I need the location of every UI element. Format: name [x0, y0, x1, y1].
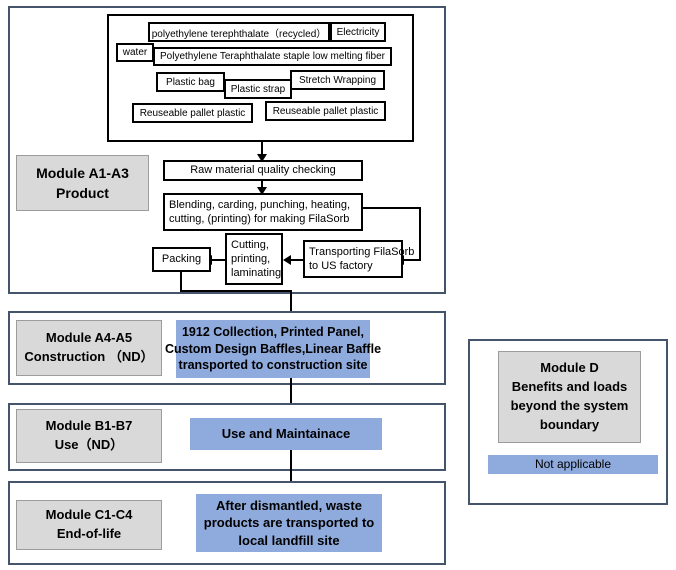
- module-d-label-line-1: Module D: [540, 360, 599, 376]
- process-line: Custom Design Baffles,Linear Baffle: [165, 341, 382, 356]
- module-c1c4-label-line-1: Module C1-C4: [45, 507, 133, 523]
- material-label: Plastic strap: [230, 83, 286, 95]
- connector-b1b7-to-c1c4: [290, 450, 292, 494]
- process-line: transported to construction site: [178, 358, 368, 373]
- connector-blending-loop-top: [363, 207, 421, 209]
- process-line: After dismantled, waste: [216, 498, 362, 514]
- module-a4a5-label: Module A4-A5 Construction （ND）: [16, 320, 162, 376]
- connector-materials-to-rawcheck: [261, 142, 263, 156]
- connector-transporting-to-cutting: [290, 259, 303, 261]
- process-line: 1912 Collection, Printed Panel,: [181, 325, 364, 340]
- material-label: water: [122, 47, 148, 58]
- module-a4a5-label-line-2: Construction （ND）: [24, 349, 154, 364]
- arrowhead-rawcheck-to-blending: [257, 187, 267, 195]
- process-not-applicable: Not applicable: [488, 455, 658, 474]
- process-line: printing,: [231, 252, 271, 265]
- process-line: Transporting FilaSorb: [309, 245, 415, 258]
- material-label: polyethylene terephthalate（recycled）: [151, 28, 327, 40]
- module-d-label: Module D Benefits and loads beyond the s…: [498, 351, 641, 443]
- material-box-plastic-bag: Plastic bag: [156, 72, 225, 92]
- connector-packing-to-a4a5: [290, 290, 292, 322]
- process-line: local landfill site: [238, 532, 340, 548]
- connector-packing-right: [180, 290, 292, 292]
- process-use-and-maintainace: Use and Maintainace: [190, 418, 382, 450]
- module-d-label-line-4: boundary: [539, 416, 600, 432]
- module-c1c4-label-line-2: End-of-life: [56, 526, 122, 541]
- material-box-reuseable-pallet-plastic-right: Reuseable pallet plastic: [265, 101, 386, 121]
- material-label: Reuseable pallet plastic: [139, 107, 246, 119]
- module-a1a3-label-line-1: Module A1-A3: [36, 164, 129, 181]
- process-line: Packing: [161, 253, 202, 266]
- material-box-plastic-strap: Plastic strap: [224, 79, 292, 99]
- process-end-of-life-landfill: After dismantled, waste products are tra…: [196, 494, 382, 552]
- connector-cutting-to-packing: [211, 259, 225, 261]
- connector-packing-down: [180, 272, 182, 292]
- material-box-electricity: Electricity: [330, 22, 386, 42]
- material-label: Electricity: [336, 26, 380, 38]
- arrowhead-materials-to-rawcheck: [257, 154, 267, 162]
- material-box-reuseable-pallet-plastic-left: Reuseable pallet plastic: [132, 103, 253, 123]
- connector-a4a5-to-b1b7: [290, 378, 292, 415]
- process-transporting-filasorb: Transporting FilaSorb to US factory: [303, 240, 414, 278]
- process-line: to US factory: [309, 260, 373, 272]
- material-box-pet-staple-fiber: Polyethylene Teraphthalate staple low me…: [153, 47, 392, 66]
- material-label: Reuseable pallet plastic: [272, 105, 379, 117]
- process-line: Cutting,: [231, 238, 269, 251]
- module-a1a3-label-line-2: Product: [56, 185, 109, 201]
- process-packing: Packing: [152, 247, 211, 272]
- material-box-water: water: [116, 43, 154, 62]
- connector-blending-loop-right: [419, 207, 421, 260]
- connector-rawcheck-to-blending: [261, 181, 263, 191]
- material-label: Polyethylene Teraphthalate staple low me…: [160, 51, 385, 62]
- material-label: Plastic bag: [166, 76, 215, 88]
- module-d-label-line-2: Benefits and loads: [511, 379, 628, 395]
- process-line: Not applicable: [534, 456, 612, 471]
- module-b1b7-label: Module B1-B7 Use（ND）: [16, 409, 162, 463]
- process-cutting-printing-laminating: Cutting, printing, laminating: [225, 233, 283, 285]
- process-line: products are transported to: [203, 515, 375, 531]
- process-line: Use and Maintainace: [221, 426, 351, 442]
- material-box-stretch-wrapping: Stretch Wrapping: [290, 70, 385, 90]
- material-label: Stretch Wrapping: [298, 74, 377, 86]
- process-line: Raw material quality checking: [190, 164, 336, 177]
- process-raw-material-quality-checking: Raw material quality checking: [163, 160, 363, 181]
- module-b1b7-label-line-2: Use（ND）: [54, 437, 124, 452]
- process-line: Blending, carding, punching, heating,: [169, 198, 351, 211]
- process-blending-carding: Blending, carding, punching, heating, cu…: [163, 193, 363, 231]
- module-c1c4-label: Module C1-C4 End-of-life: [16, 500, 162, 550]
- material-box-pet-recycled: polyethylene terephthalate（recycled）: [148, 22, 330, 42]
- module-d-label-line-3: beyond the system: [510, 398, 629, 413]
- connector-blending-loop-bottom: [403, 259, 421, 261]
- process-1912-collection-transport: 1912 Collection, Printed Panel, Custom D…: [165, 320, 381, 378]
- process-line: laminating: [231, 267, 282, 280]
- process-line: cutting, (printing) for making FilaSorb: [169, 213, 350, 225]
- module-a4a5-label-line-1: Module A4-A5: [45, 330, 133, 346]
- module-b1b7-label-line-1: Module B1-B7: [45, 418, 133, 434]
- module-a1a3-label: Module A1-A3 Product: [16, 155, 149, 211]
- arrowhead-transporting-to-cutting: [283, 255, 291, 265]
